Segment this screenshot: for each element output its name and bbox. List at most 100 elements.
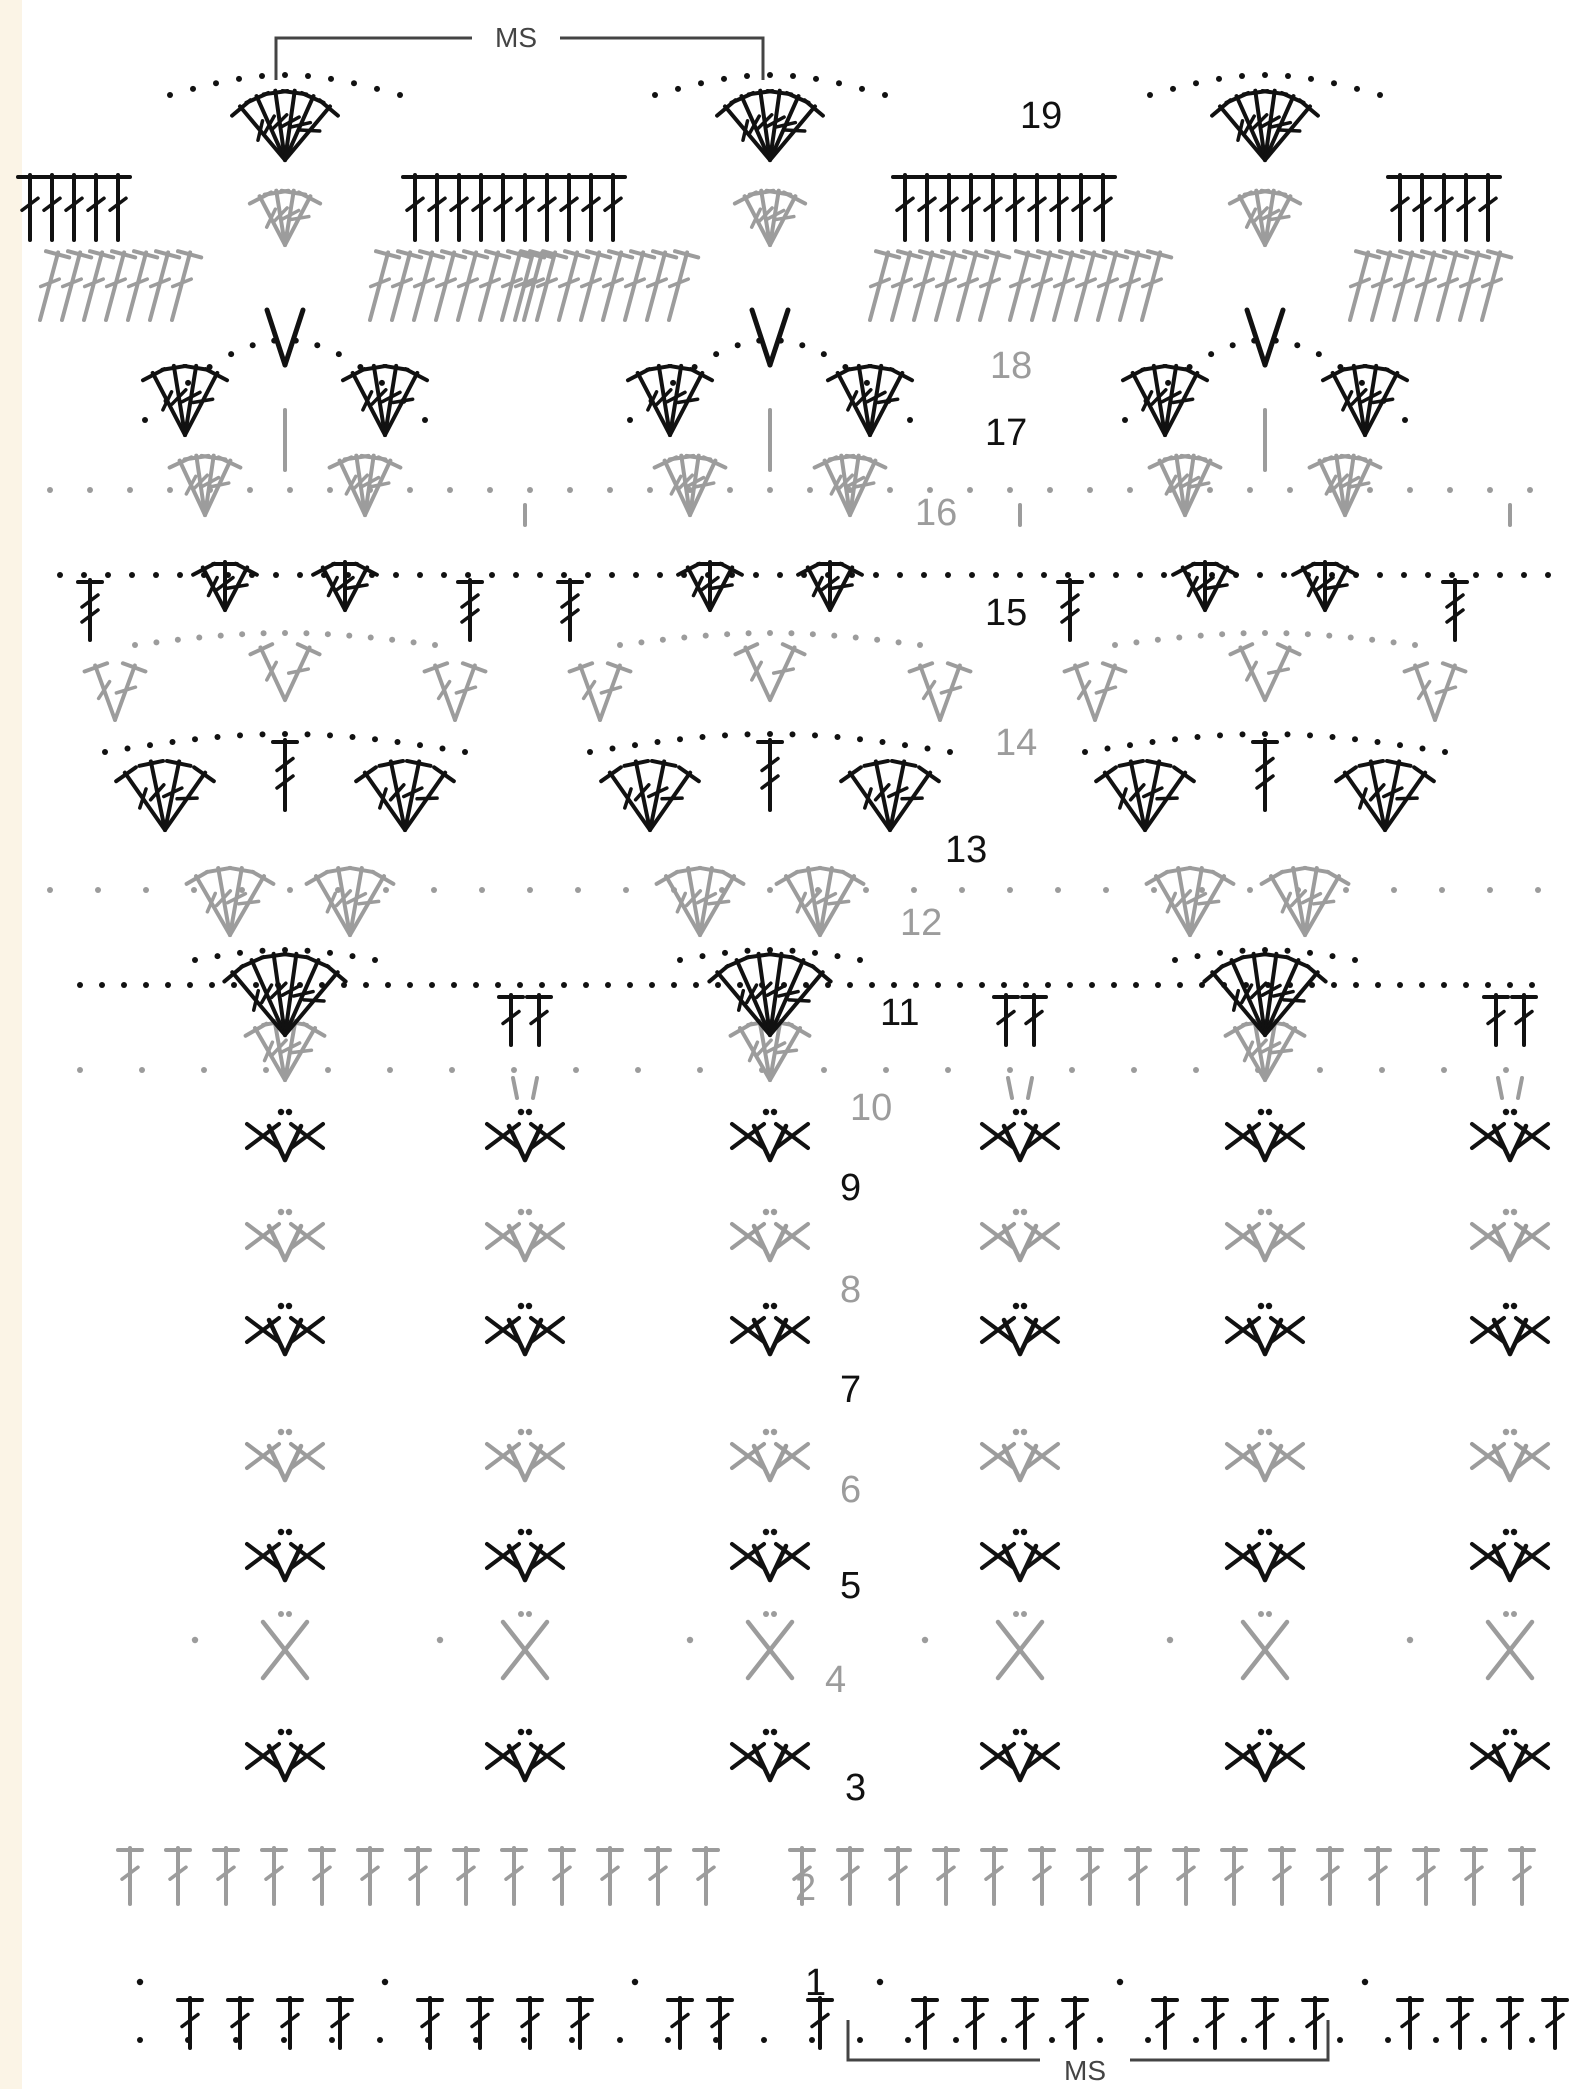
chain-dot (1013, 1529, 1019, 1535)
chain-dot (759, 982, 765, 988)
chain-dot (341, 982, 347, 988)
chain-dot (253, 982, 259, 988)
chain-dot (687, 487, 693, 493)
dc-post (1415, 665, 1435, 720)
chain-dot (781, 982, 787, 988)
chain-dot (287, 887, 293, 893)
dc-stitch (106, 175, 130, 240)
chain-dot (400, 398, 406, 404)
chain-dot (1241, 630, 1247, 636)
chain-dot (763, 1109, 769, 1115)
dc-top-bar (797, 868, 821, 872)
dc-top-bar (1387, 761, 1411, 766)
chain-dot (724, 631, 730, 637)
chain-dot (350, 953, 356, 959)
dc-top-bar (350, 868, 374, 872)
dc-stitch (929, 661, 971, 724)
dc-top-bar (1242, 954, 1266, 957)
chain-dot (1511, 1729, 1517, 1735)
chain-dot (638, 639, 644, 645)
chain-dot (722, 732, 728, 738)
dc-top-bar (864, 761, 888, 766)
chain-dot (831, 633, 837, 639)
chain-dot (1481, 2037, 1487, 2043)
dc-stitch (1126, 1848, 1150, 1904)
dc-post (435, 665, 455, 720)
dc-yarn-over (289, 662, 309, 680)
chain-dot (447, 487, 453, 493)
dc-post (1075, 665, 1095, 720)
chain-dot (1082, 749, 1088, 755)
dc-stitch (1462, 1848, 1486, 1904)
chain-dot (979, 982, 985, 988)
dc-top-bar (601, 767, 621, 781)
dc-top-bar (841, 767, 861, 781)
chain-dot (462, 749, 468, 755)
tr-stitch (78, 580, 102, 640)
chain-dot (231, 982, 237, 988)
chain-dot (1193, 2037, 1199, 2043)
dc-top-bar (1096, 767, 1116, 781)
dc-post (203, 567, 225, 610)
chain-dot (526, 1303, 532, 1309)
chain-dot (372, 736, 378, 742)
row-number-17: 17 (985, 412, 1027, 454)
repeat-label-top: MS (495, 22, 537, 53)
chain-dot (407, 487, 413, 493)
dc-top-bar (777, 872, 798, 884)
chain-dot (237, 732, 243, 738)
v-leg (770, 310, 788, 365)
dc-top-bar (1190, 868, 1214, 872)
row-number-4: 4 (825, 1659, 846, 1701)
chain-dot (1308, 76, 1314, 82)
chain-dot (1021, 1611, 1027, 1617)
chain-dot (864, 380, 870, 386)
chain-dot (379, 380, 385, 386)
chain-dot (719, 887, 725, 893)
chain-dot (1007, 887, 1013, 893)
chain-dot (1503, 1067, 1509, 1073)
row-number-11: 11 (880, 992, 919, 1034)
chain-dot (610, 745, 616, 751)
chain-dot (518, 1303, 524, 1309)
chain-dot (383, 887, 389, 893)
chain-dot (1354, 86, 1360, 92)
chain-dot (812, 732, 818, 738)
dc-post (580, 665, 600, 720)
chain-dot (209, 982, 215, 988)
chain-dot (95, 887, 101, 893)
chain-dot (282, 72, 288, 78)
row-number-18: 18 (990, 345, 1032, 387)
chain-dot (125, 745, 131, 751)
chain-dot (185, 2037, 191, 2043)
chain-dot (1330, 953, 1336, 959)
tr-stitch (1058, 580, 1082, 640)
chain-dot (1089, 982, 1095, 988)
dc-stitch (1510, 1848, 1534, 1904)
chain-dot (465, 572, 471, 578)
chain-dot (617, 642, 623, 648)
chain-dot (1199, 982, 1205, 988)
chain-dot (1155, 982, 1161, 988)
chain-dot (357, 364, 363, 370)
chain-dot (1243, 982, 1249, 988)
chain-dot (1144, 398, 1150, 404)
chain-dot (1511, 1209, 1517, 1215)
chain-dot (1503, 1429, 1509, 1435)
dc-stitch (550, 1848, 574, 1904)
chain-dot (129, 572, 135, 578)
dc-yarn-over (941, 682, 960, 699)
chain-dot (247, 487, 253, 493)
chain-dot (473, 2037, 479, 2043)
dc-yarn-over (1075, 682, 1094, 699)
chain-dot (1353, 982, 1359, 988)
dc-post (95, 665, 115, 720)
chain-dot (1087, 487, 1093, 493)
chain-dot (385, 982, 391, 988)
chain-dot (1247, 487, 1253, 493)
dc-stitch (579, 175, 603, 240)
chain-dot (1199, 887, 1205, 893)
chain-dot (1545, 572, 1551, 578)
chain-dot (327, 487, 333, 493)
chain-dot (395, 739, 401, 745)
